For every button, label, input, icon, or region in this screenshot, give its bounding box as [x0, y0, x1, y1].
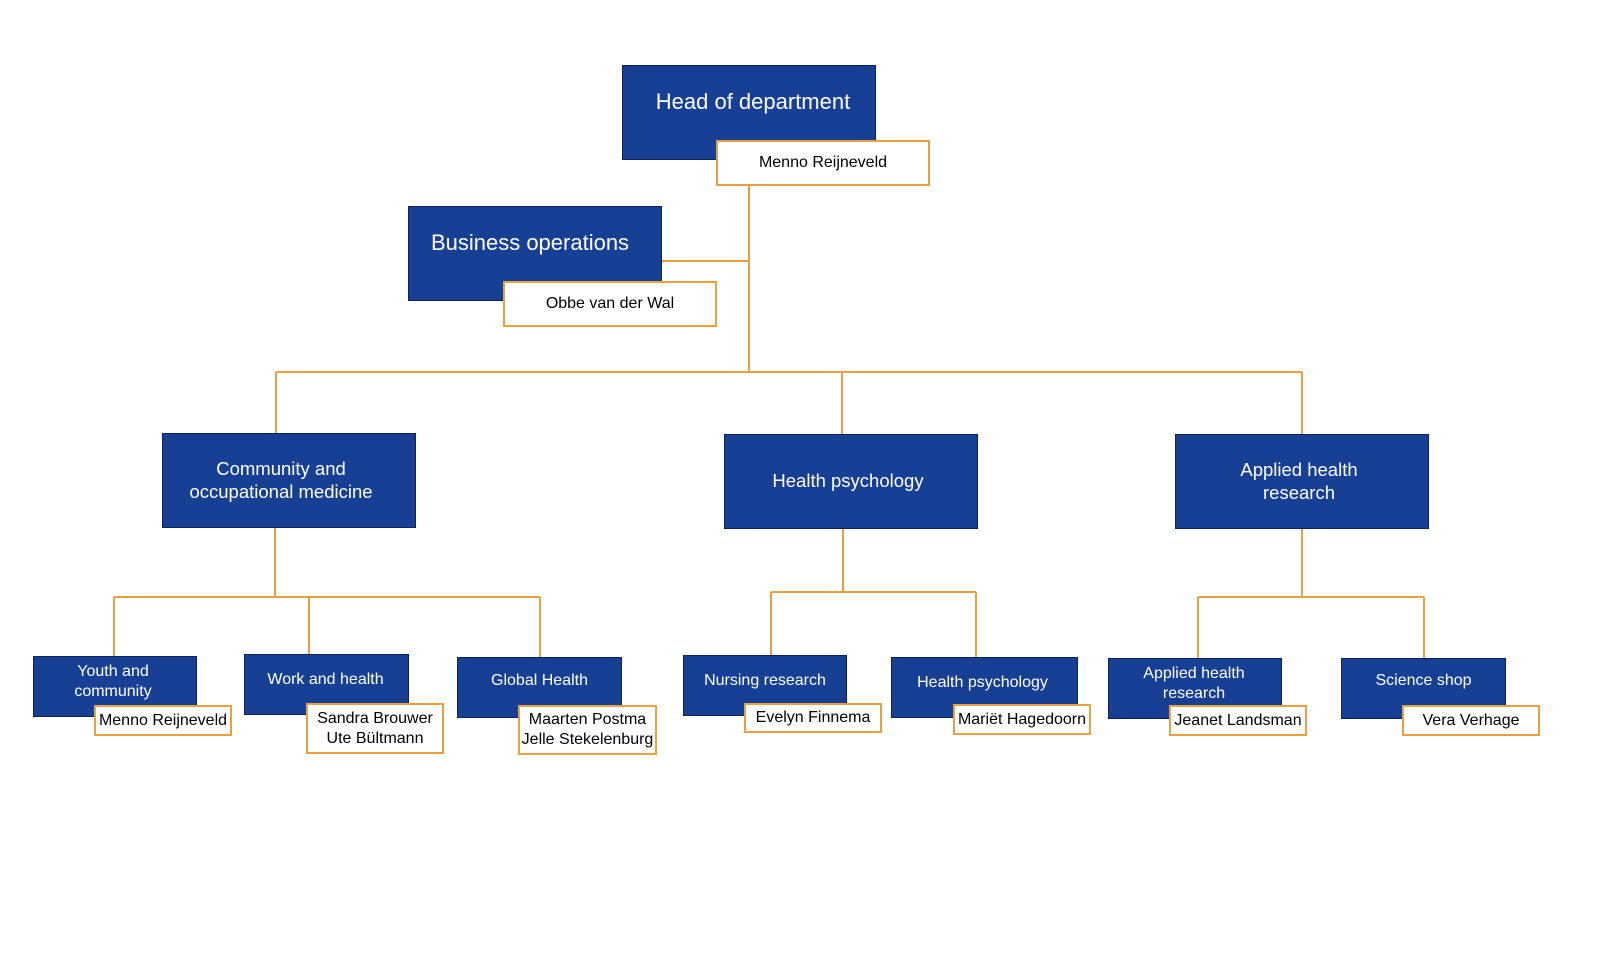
group-title: Youth and community: [74, 663, 152, 700]
division-title: Applied health research: [1240, 459, 1358, 503]
business-operations-title: Business operations: [430, 230, 630, 256]
group-title: Health psychology: [917, 673, 1048, 691]
head-of-department-title: Head of department: [655, 89, 851, 115]
group-applied-health-research-person: Jeanet Landsman: [1169, 705, 1307, 736]
group-title: Global Health: [491, 671, 588, 689]
group-nursing-research-person: Evelyn Finnema: [744, 703, 882, 733]
group-title: Science shop: [1375, 671, 1472, 689]
division-community-occupational-medicine: Community and occupational medicine: [162, 433, 416, 528]
group-title: Nursing research: [704, 671, 826, 689]
group-work-and-health-person: Sandra Brouwer Ute Bültmann: [306, 703, 444, 754]
division-title: Health psychology: [772, 470, 924, 492]
group-science-shop-person: Vera Verhage: [1402, 705, 1540, 736]
division-health-psychology: Health psychology: [724, 434, 978, 529]
group-title: Work and health: [267, 670, 384, 688]
group-youth-and-community-person: Menno Reijneveld: [94, 705, 232, 736]
group-health-psychology-person: Mariët Hagedoorn: [953, 704, 1091, 735]
business-operations-person: Obbe van der Wal: [503, 281, 717, 327]
group-title: Applied health research: [1143, 665, 1245, 702]
division-title: Community and occupational medicine: [189, 458, 373, 502]
group-global-health-person: Maarten Postma Jelle Stekelenburg: [518, 705, 657, 755]
division-applied-health-research: Applied health research: [1175, 434, 1429, 529]
head-of-department-person: Menno Reijneveld: [716, 140, 930, 186]
